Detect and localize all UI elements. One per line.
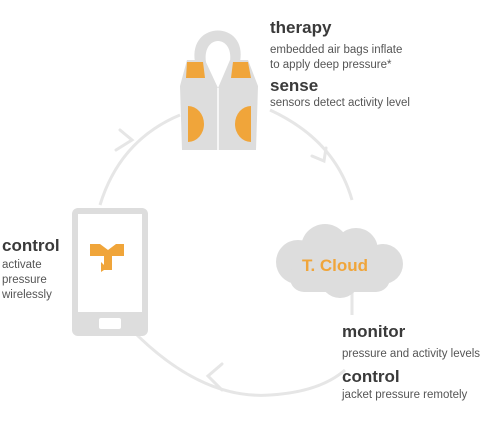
cycle-arc-bottom xyxy=(128,326,346,397)
vest-hood xyxy=(194,30,241,62)
control-left-desc-line2: pressure xyxy=(2,274,47,286)
vest-airbag-left-top xyxy=(186,62,205,78)
vest-airbag-right-bottom xyxy=(235,106,251,142)
cycle-arc-left xyxy=(98,113,181,206)
control-left-desc-line1: activate xyxy=(2,259,42,271)
arrow-bottom xyxy=(205,362,224,392)
vest-airbag-right-top xyxy=(231,62,251,78)
monitor-title: monitor xyxy=(342,322,406,341)
control-left-desc-line3: wirelessly xyxy=(2,289,52,301)
control-left-title: control xyxy=(2,236,60,255)
app-vest-pocket xyxy=(101,262,107,272)
sense-desc: sensors detect activity level xyxy=(270,97,410,109)
control-right-desc: jacket pressure remotely xyxy=(342,389,468,401)
cloud-label: T. Cloud xyxy=(301,256,369,275)
vest-icon xyxy=(180,30,258,150)
phone-home-button xyxy=(99,318,121,329)
cycle-arrows xyxy=(114,128,328,392)
cloud-icon xyxy=(276,224,403,298)
therapy-desc-line1: embedded air bags inflate xyxy=(270,44,403,56)
cycle-arcs xyxy=(98,108,354,397)
arrow-left xyxy=(114,128,135,152)
vest-airbag-left-bottom xyxy=(188,106,204,142)
monitor-desc: pressure and activity levels xyxy=(342,348,481,360)
app-vest-glyph xyxy=(90,244,124,270)
smartphone-icon xyxy=(72,208,148,336)
sense-title: sense xyxy=(270,76,319,95)
cycle-arc-top-right xyxy=(269,108,354,201)
control-right-title: control xyxy=(342,367,400,386)
therapy-desc-line2: to apply deep pressure* xyxy=(270,59,392,71)
arrow-top-right xyxy=(310,146,328,164)
therapy-title: therapy xyxy=(270,18,332,37)
